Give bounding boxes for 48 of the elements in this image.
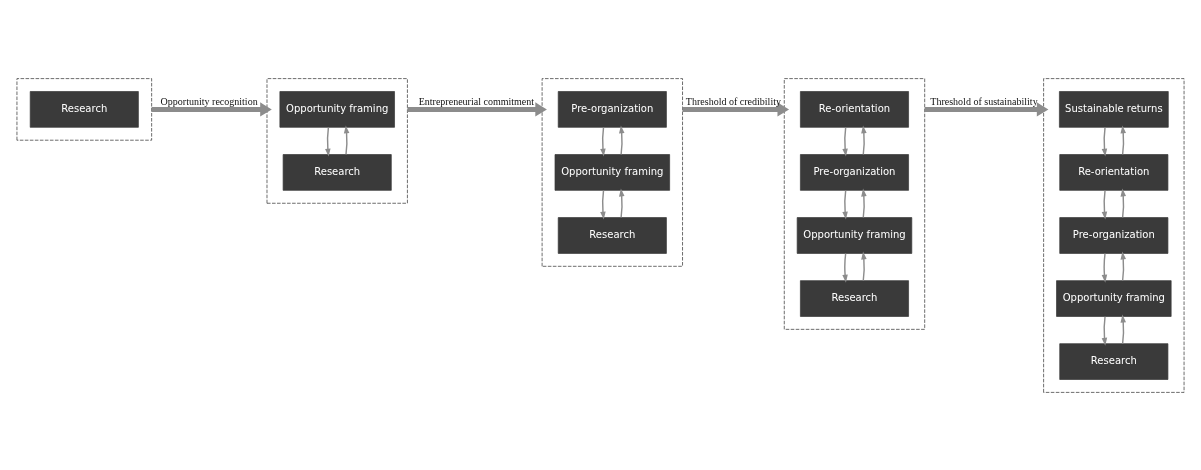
node-box: Opportunity framing — [796, 216, 913, 254]
node-box: Pre-organization — [800, 153, 909, 191]
arrow — [1120, 251, 1126, 281]
arrow — [407, 101, 547, 116]
arrow — [842, 189, 848, 220]
arrow — [343, 124, 350, 155]
node-box: Opportunity framing — [1056, 279, 1172, 317]
node-box: Pre-organization — [1059, 216, 1169, 254]
arrow — [1101, 126, 1108, 157]
node-box: Re-orientation — [800, 90, 909, 128]
arrow — [861, 188, 867, 218]
cluster — [16, 77, 152, 141]
arrow — [842, 126, 848, 157]
node-box: Opportunity framing — [554, 153, 670, 191]
arrow — [924, 101, 1049, 116]
node-box: Opportunity framing — [279, 90, 395, 128]
arrow — [1120, 124, 1126, 155]
arrow — [842, 252, 848, 283]
node-box: Research — [29, 90, 139, 128]
arrow — [861, 251, 867, 281]
arrow — [1120, 188, 1126, 218]
arrow — [1101, 189, 1108, 220]
node-box: Research — [800, 279, 909, 317]
arrow — [325, 126, 331, 157]
edge-label: Threshold of credibility — [685, 95, 781, 107]
arrow — [619, 124, 625, 155]
node-box: Re-orientation — [1059, 153, 1169, 191]
node-box: Research — [1059, 342, 1169, 380]
arrow — [1120, 314, 1126, 344]
cluster — [783, 77, 926, 330]
arrow — [1101, 252, 1108, 283]
edge-label: Threshold of sustainability — [930, 95, 1038, 107]
arrow — [600, 189, 606, 220]
node-box: Research — [282, 153, 392, 191]
node-box: Research — [557, 216, 667, 254]
arrow — [861, 124, 867, 155]
node-box: Pre-organization — [557, 90, 667, 128]
arrow — [151, 101, 272, 116]
arrow — [682, 101, 790, 116]
cluster — [1043, 77, 1185, 393]
cluster — [266, 77, 408, 204]
edge-label: Entrepreneurial commitment — [418, 95, 535, 107]
node-box: Sustainable returns — [1059, 90, 1169, 128]
edge-label: Opportunity recognition — [160, 95, 258, 107]
cluster — [541, 77, 683, 267]
arrow — [619, 188, 625, 218]
arrow — [1101, 315, 1108, 346]
arrow — [600, 126, 606, 157]
